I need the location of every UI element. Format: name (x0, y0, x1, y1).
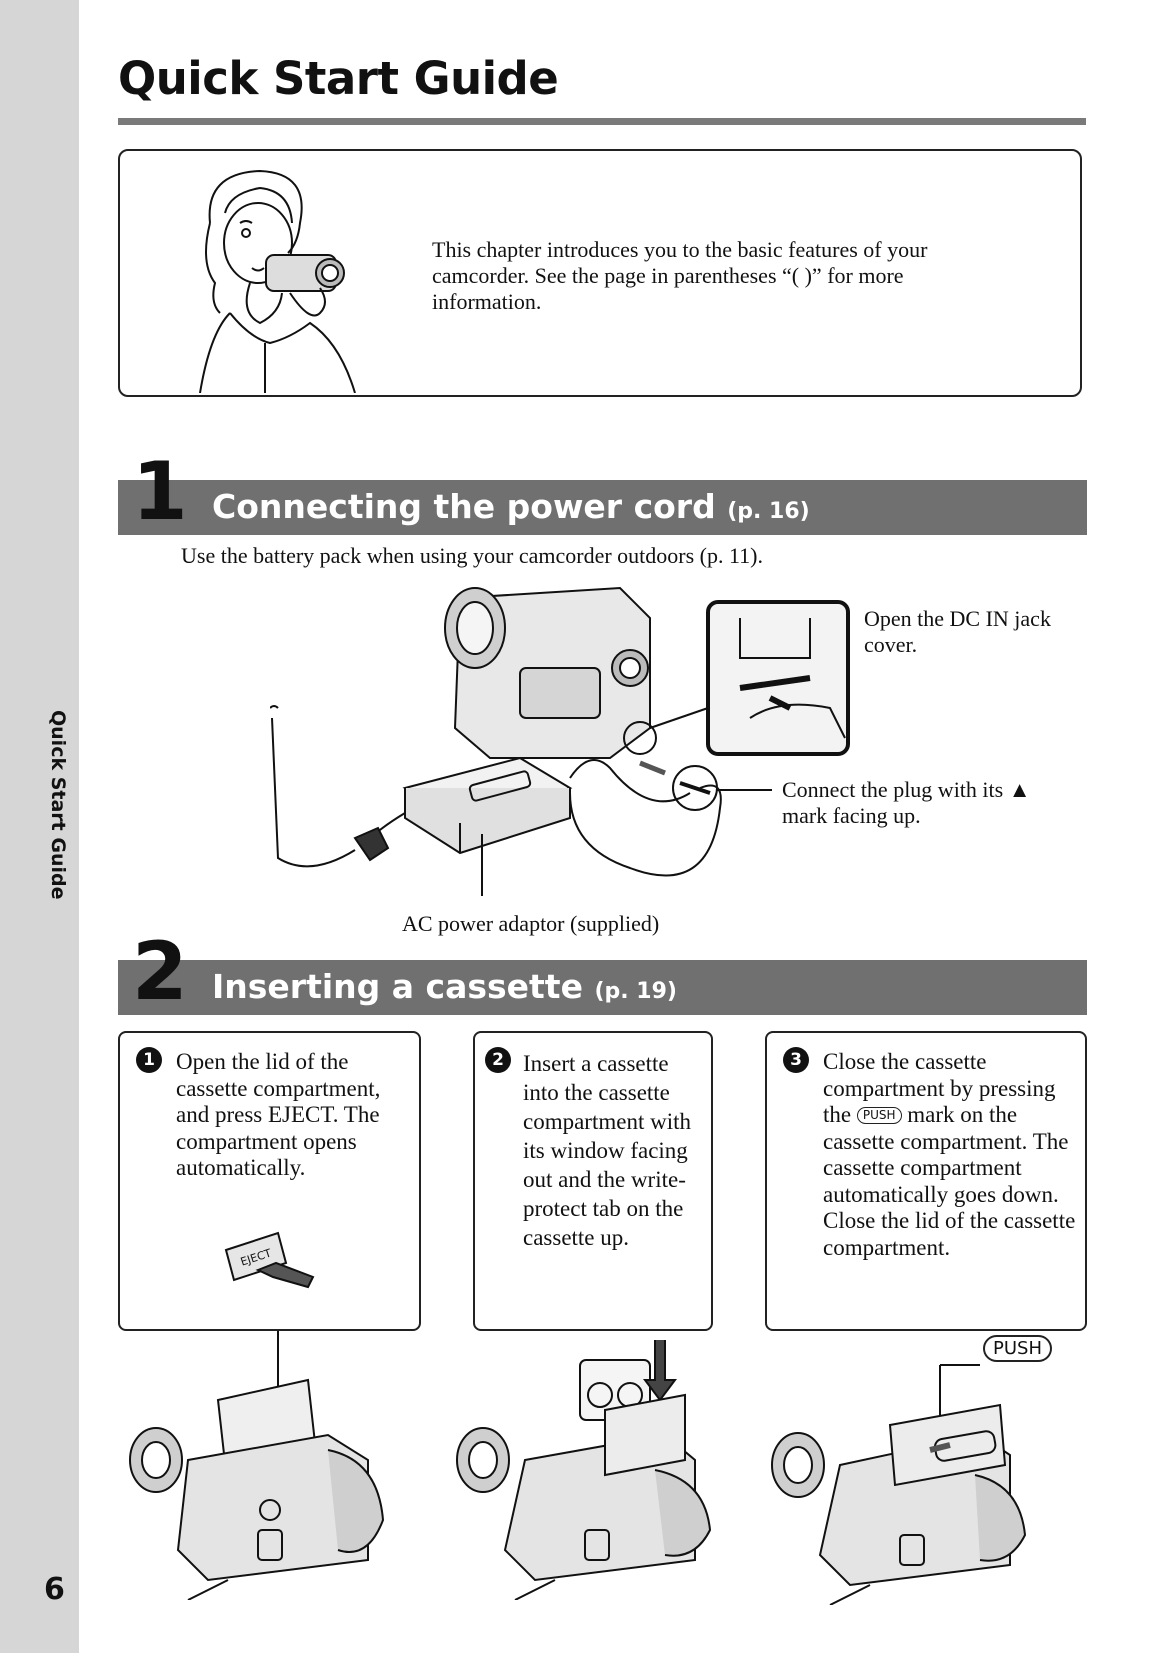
step-1-badge: 1 (136, 1047, 162, 1073)
camcorder-insert-illustration (456, 1340, 712, 1600)
camcorder-close-illustration (771, 1364, 1027, 1605)
step-3-text-after: mark on the cassette compartment. The ca… (823, 1102, 1076, 1260)
camcorder-open-illustration (129, 1378, 385, 1600)
section-1-header: 1 Connecting the power cord (p. 16) (118, 452, 1087, 535)
intro-text: This chapter introduces you to the basic… (432, 237, 928, 314)
step-1-connector (277, 1331, 279, 1411)
step-2-text: Insert a cassette into the cassette comp… (523, 1051, 691, 1250)
step-1-text: Open the lid of the cassette compartment… (176, 1049, 381, 1180)
step-3-box: 3 Close the cassette compartment by pres… (765, 1031, 1087, 1331)
eject-button-illustration: EJECT (224, 1231, 315, 1289)
section-2-header: 2 Inserting a cassette (p. 19) (118, 932, 1087, 1015)
sidebar-label: Quick Start Guide (47, 710, 69, 900)
section-1-title-text: Connecting the power cord (212, 487, 716, 526)
dc-in-callout: Open the DC IN jack cover. (864, 606, 1051, 657)
intro-box: This chapter introduces you to the basic… (118, 149, 1082, 397)
plug-callout: Connect the plug with its ▲ mark facing … (782, 777, 1031, 828)
page-title: Quick Start Guide (118, 52, 559, 105)
title-rule (118, 118, 1086, 125)
section-1-title: Connecting the power cord (p. 16) (212, 487, 810, 526)
section-2-number: 2 (132, 925, 188, 1018)
sidebar (0, 0, 79, 1653)
push-mark-inline: PUSH (856, 1107, 902, 1124)
section-2-title: Inserting a cassette (p. 19) (212, 967, 677, 1006)
adaptor-label: AC power adaptor (supplied) (402, 911, 660, 936)
push-callout: PUSH (983, 1335, 1052, 1362)
step-2-box: 2 Insert a cassette into the cassette co… (473, 1031, 713, 1331)
section-1-page-ref: (p. 16) (727, 499, 810, 524)
woman-with-camcorder-illustration (199, 169, 356, 393)
step-3-text: Close the cassette compartment by pressi… (823, 1049, 1078, 1261)
step-2-badge: 2 (485, 1047, 511, 1073)
battery-note: Use the battery pack when using your cam… (181, 543, 764, 568)
page-number: 6 (44, 1572, 65, 1607)
step-3-badge: 3 (783, 1047, 809, 1073)
section-1-number: 1 (132, 445, 188, 538)
section-2-page-ref: (p. 19) (594, 979, 677, 1004)
section-2-title-text: Inserting a cassette (212, 967, 583, 1006)
power-cord-illustration (270, 586, 850, 896)
step-3-text-before: Close the cassette compartment by pressi… (823, 1049, 1056, 1127)
step-1-box: 1 Open the lid of the cassette compartme… (118, 1031, 421, 1331)
